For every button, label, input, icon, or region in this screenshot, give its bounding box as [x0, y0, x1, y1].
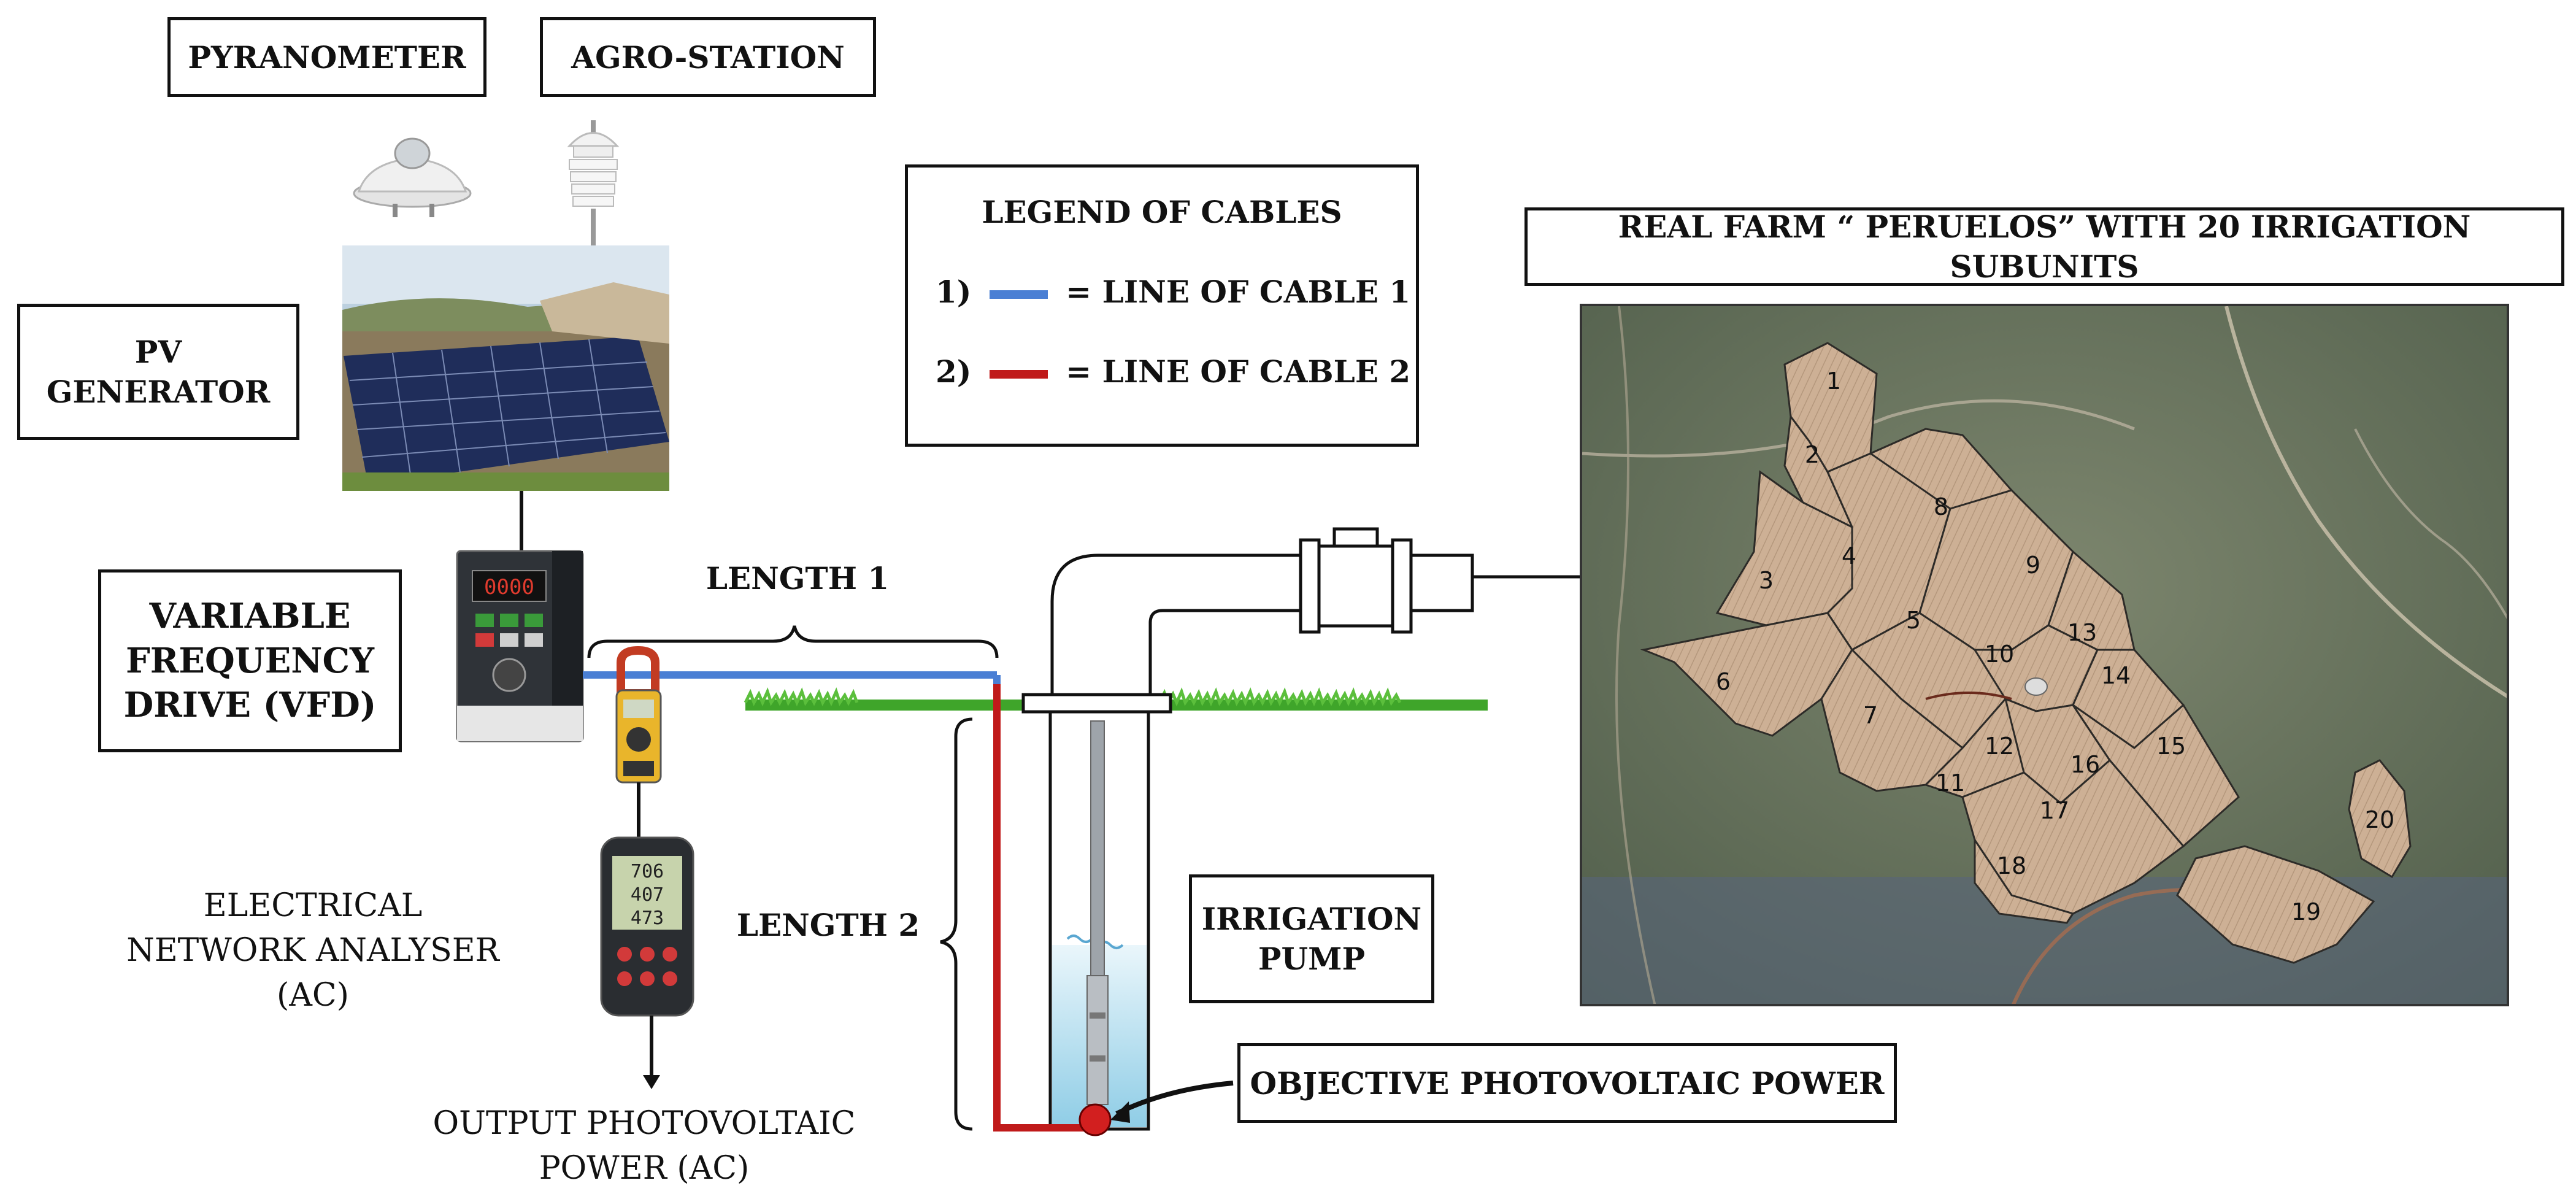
subunit-labels: 1 2 3 4 5 6 7 8 9 10 11 12 13 14 15 16 1… [1716, 368, 2394, 925]
legend-item-2-label: = LINE OF CABLE 2 [1066, 353, 1411, 390]
farm-satellite-map: 1 2 3 4 5 6 7 8 9 10 11 12 13 14 15 16 1… [1580, 304, 2509, 1006]
legend-item-1-num: 1) [936, 274, 972, 310]
subunit-label-17: 17 [2040, 797, 2069, 824]
irrigation-pump-label: IRRIGATION PUMP [1189, 874, 1434, 1003]
farm-title-label: REAL FARM “ PERUELOS” WITH 20 IRRIGATION… [1524, 207, 2564, 286]
legend-item-2: 2) = LINE OF CABLE 2 [936, 352, 1410, 391]
subunit-label-15: 15 [2156, 733, 2186, 760]
pyranometer-label-text: PYRANOMETER [188, 39, 466, 75]
pyranometer-label: PYRANOMETER [167, 17, 486, 97]
length-1-label: LENGTH 1 [706, 560, 890, 596]
irrigation-pump-icon [1086, 720, 1109, 1105]
farm-title-text: REAL FARM “ PERUELOS” WITH 20 IRRIGATION… [1618, 209, 2471, 285]
pv-generator-label-text: PV GENERATOR [46, 334, 271, 410]
subunit-label-16: 16 [2070, 751, 2100, 778]
objective-power-label-text: OBJECTIVE PHOTOVOLTAIC POWER [1250, 1065, 1885, 1101]
vfd-label: VARIABLE FREQUENCY DRIVE (VFD) [98, 569, 402, 752]
subunit-label-14: 14 [2101, 662, 2131, 689]
subunit-label-10: 10 [1985, 641, 2014, 668]
cable-legend: LEGEND OF CABLES 1) = LINE OF CABLE 1 2)… [905, 164, 1419, 447]
subunit-label-20: 20 [2365, 806, 2394, 833]
legend-swatch-2 [989, 370, 1048, 379]
subunit-label-3: 3 [1759, 567, 1774, 594]
length-2-brace [940, 717, 973, 1131]
subunit-label-19: 19 [2291, 898, 2321, 925]
pv-generator-label: PV GENERATOR [17, 304, 299, 440]
network-analyser-label: ELECTRICAL NETWORK ANALYSER (AC) [126, 887, 499, 1014]
length-1-brace [587, 625, 999, 658]
farm-map-drawing: 1 2 3 4 5 6 7 8 9 10 11 12 13 14 15 16 1… [1582, 306, 2507, 1004]
irrigation-pump-label-text: IRRIGATION PUMP [1201, 901, 1422, 977]
analyser-reading-3: 473 [631, 908, 664, 929]
subunit-label-9: 9 [2026, 552, 2040, 579]
legend-item-1-label: = LINE OF CABLE 1 [1066, 274, 1411, 310]
agro-station-icon [567, 120, 620, 245]
agro-station-label-text: AGRO-STATION [571, 39, 845, 75]
clamp-meter-icon [615, 646, 662, 784]
output-power-label: OUTPUT PHOTOVOLTAIC POWER (AC) [433, 1105, 856, 1187]
subunit-label-4: 4 [1842, 542, 1856, 569]
legend-item-2-num: 2) [936, 353, 972, 390]
vfd-device-icon: 0000 [456, 550, 584, 742]
subunit-label-1: 1 [1826, 368, 1841, 395]
analyser-reading-2: 407 [631, 884, 664, 906]
subunit-label-6: 6 [1716, 668, 1731, 695]
objective-power-label: OBJECTIVE PHOTOVOLTAIC POWER [1237, 1043, 1897, 1123]
subunit-label-7: 7 [1863, 702, 1878, 729]
cable-2-line [993, 675, 1095, 1132]
well-head-cap [1021, 693, 1172, 714]
agro-station-label: AGRO-STATION [540, 17, 876, 97]
subunit-label-13: 13 [2067, 619, 2097, 646]
subunit-label-8: 8 [1934, 493, 1948, 520]
vfd-display: 0000 [484, 575, 534, 600]
length-2-label: LENGTH 2 [736, 907, 920, 943]
legend-title: LEGEND OF CABLES [982, 194, 1342, 230]
pyranometer-icon [353, 137, 472, 217]
subunit-label-5: 5 [1906, 607, 1921, 634]
analyser-reading-1: 706 [631, 861, 664, 882]
network-analyser-icon: 706 407 473 [600, 836, 694, 1017]
vfd-label-text: VARIABLE FREQUENCY DRIVE (VFD) [123, 595, 377, 726]
subunit-label-11: 11 [1936, 769, 1965, 796]
pump-power-point [1078, 1103, 1112, 1136]
subunit-label-2: 2 [1805, 441, 1820, 468]
subunit-label-12: 12 [1985, 733, 2014, 760]
subunit-label-18: 18 [1997, 852, 2026, 879]
discharge-pipe [1050, 527, 1582, 695]
legend-swatch-1 [989, 290, 1048, 299]
pv-generator-photo [342, 245, 669, 491]
legend-item-1: 1) = LINE OF CABLE 1 [936, 272, 1410, 312]
